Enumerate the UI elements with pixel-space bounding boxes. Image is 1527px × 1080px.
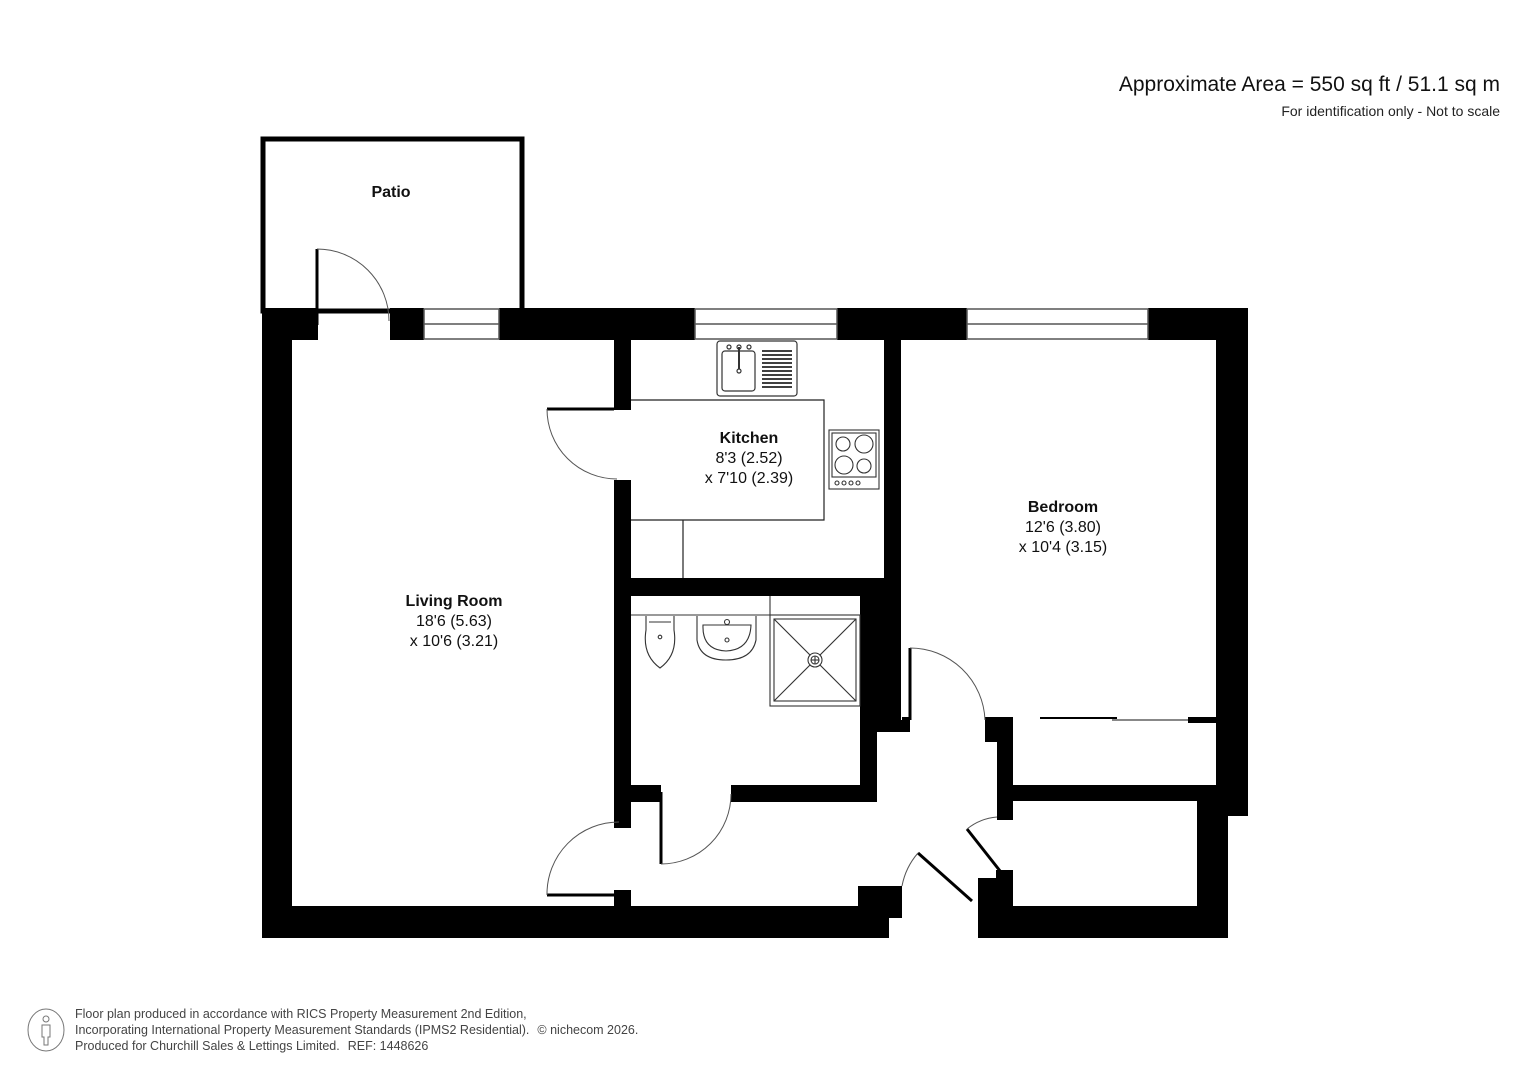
room-label-patio: Patio — [371, 183, 410, 203]
ipms-statement: Incorporating International Property Mea… — [75, 1023, 530, 1037]
copyright: © nichecom 2026. — [537, 1023, 639, 1037]
reference-number: REF: 1448626 — [347, 1039, 429, 1053]
room-label-living-room: Living Room 18'6 (5.63) x 10'6 (3.21) — [406, 592, 503, 652]
room-dimension: x 7'10 (2.39) — [704, 470, 794, 487]
shower-tray-icon — [769, 614, 861, 707]
toilet-icon — [644, 616, 676, 669]
footer: Floor plan produced in accordance with R… — [26, 1006, 638, 1054]
room-dimension: x 10'4 (3.15) — [1018, 539, 1108, 556]
scale-disclaimer: For identification only - Not to scale — [1281, 103, 1500, 119]
sink-icon — [716, 340, 798, 397]
footer-line-2: Incorporating International Property Mea… — [75, 1022, 638, 1038]
room-name: Bedroom — [1027, 499, 1099, 516]
room-label-kitchen: Kitchen 8'3 (2.52) x 7'10 (2.39) — [705, 429, 793, 489]
room-name: Kitchen — [719, 430, 779, 447]
room-label-bedroom: Bedroom 12'6 (3.80) x 10'4 (3.15) — [1019, 498, 1107, 558]
room-name: Living Room — [405, 593, 503, 610]
footer-line-1: Floor plan produced in accordance with R… — [75, 1007, 527, 1021]
patio-outline — [260, 136, 525, 314]
person-measurement-icon — [27, 1008, 65, 1052]
room-dimension: 8'3 (2.52) — [715, 450, 783, 467]
footer-text: Floor plan produced in accordance with R… — [75, 1006, 638, 1054]
footer-line-3: Produced for Churchill Sales & Lettings … — [75, 1038, 638, 1054]
basin-icon — [696, 616, 757, 661]
hob-icon — [828, 429, 880, 490]
room-dimension: 12'6 (3.80) — [1025, 519, 1101, 536]
produced-for: Produced for Churchill Sales & Lettings … — [75, 1039, 340, 1053]
room-dimension: x 10'6 (3.21) — [409, 633, 499, 650]
approximate-area: Approximate Area = 550 sq ft / 51.1 sq m — [1118, 73, 1500, 96]
walls — [262, 308, 1248, 938]
windows — [423, 308, 1149, 340]
area-header: Approximate Area = 550 sq ft / 51.1 sq m… — [1119, 72, 1500, 119]
bathroom-fittings — [631, 596, 860, 616]
room-name: Patio — [371, 184, 411, 201]
doors — [315, 248, 1188, 903]
kitchen-counters — [631, 399, 825, 578]
room-dimension: 18'6 (5.63) — [415, 613, 492, 630]
